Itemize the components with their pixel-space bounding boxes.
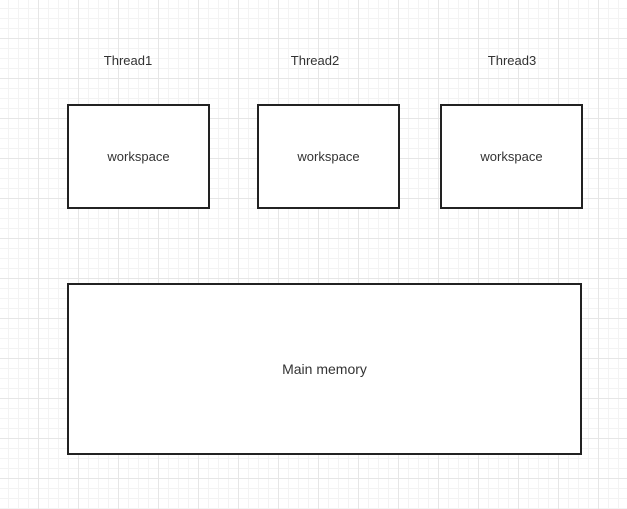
thread-2-label: Thread2 (290, 53, 340, 68)
thread-1-label: Thread1 (103, 53, 153, 68)
thread-2-workspace-box[interactable]: workspace (257, 104, 400, 209)
workspace-label: workspace (297, 149, 360, 164)
thread-1-workspace-box[interactable]: workspace (67, 104, 210, 209)
thread-3-workspace-box[interactable]: workspace (440, 104, 583, 209)
main-memory-box[interactable]: Main memory (67, 283, 582, 455)
workspace-label: workspace (107, 149, 170, 164)
thread-3-label: Thread3 (487, 53, 537, 68)
main-memory-label: Main memory (282, 361, 367, 377)
workspace-label: workspace (480, 149, 543, 164)
